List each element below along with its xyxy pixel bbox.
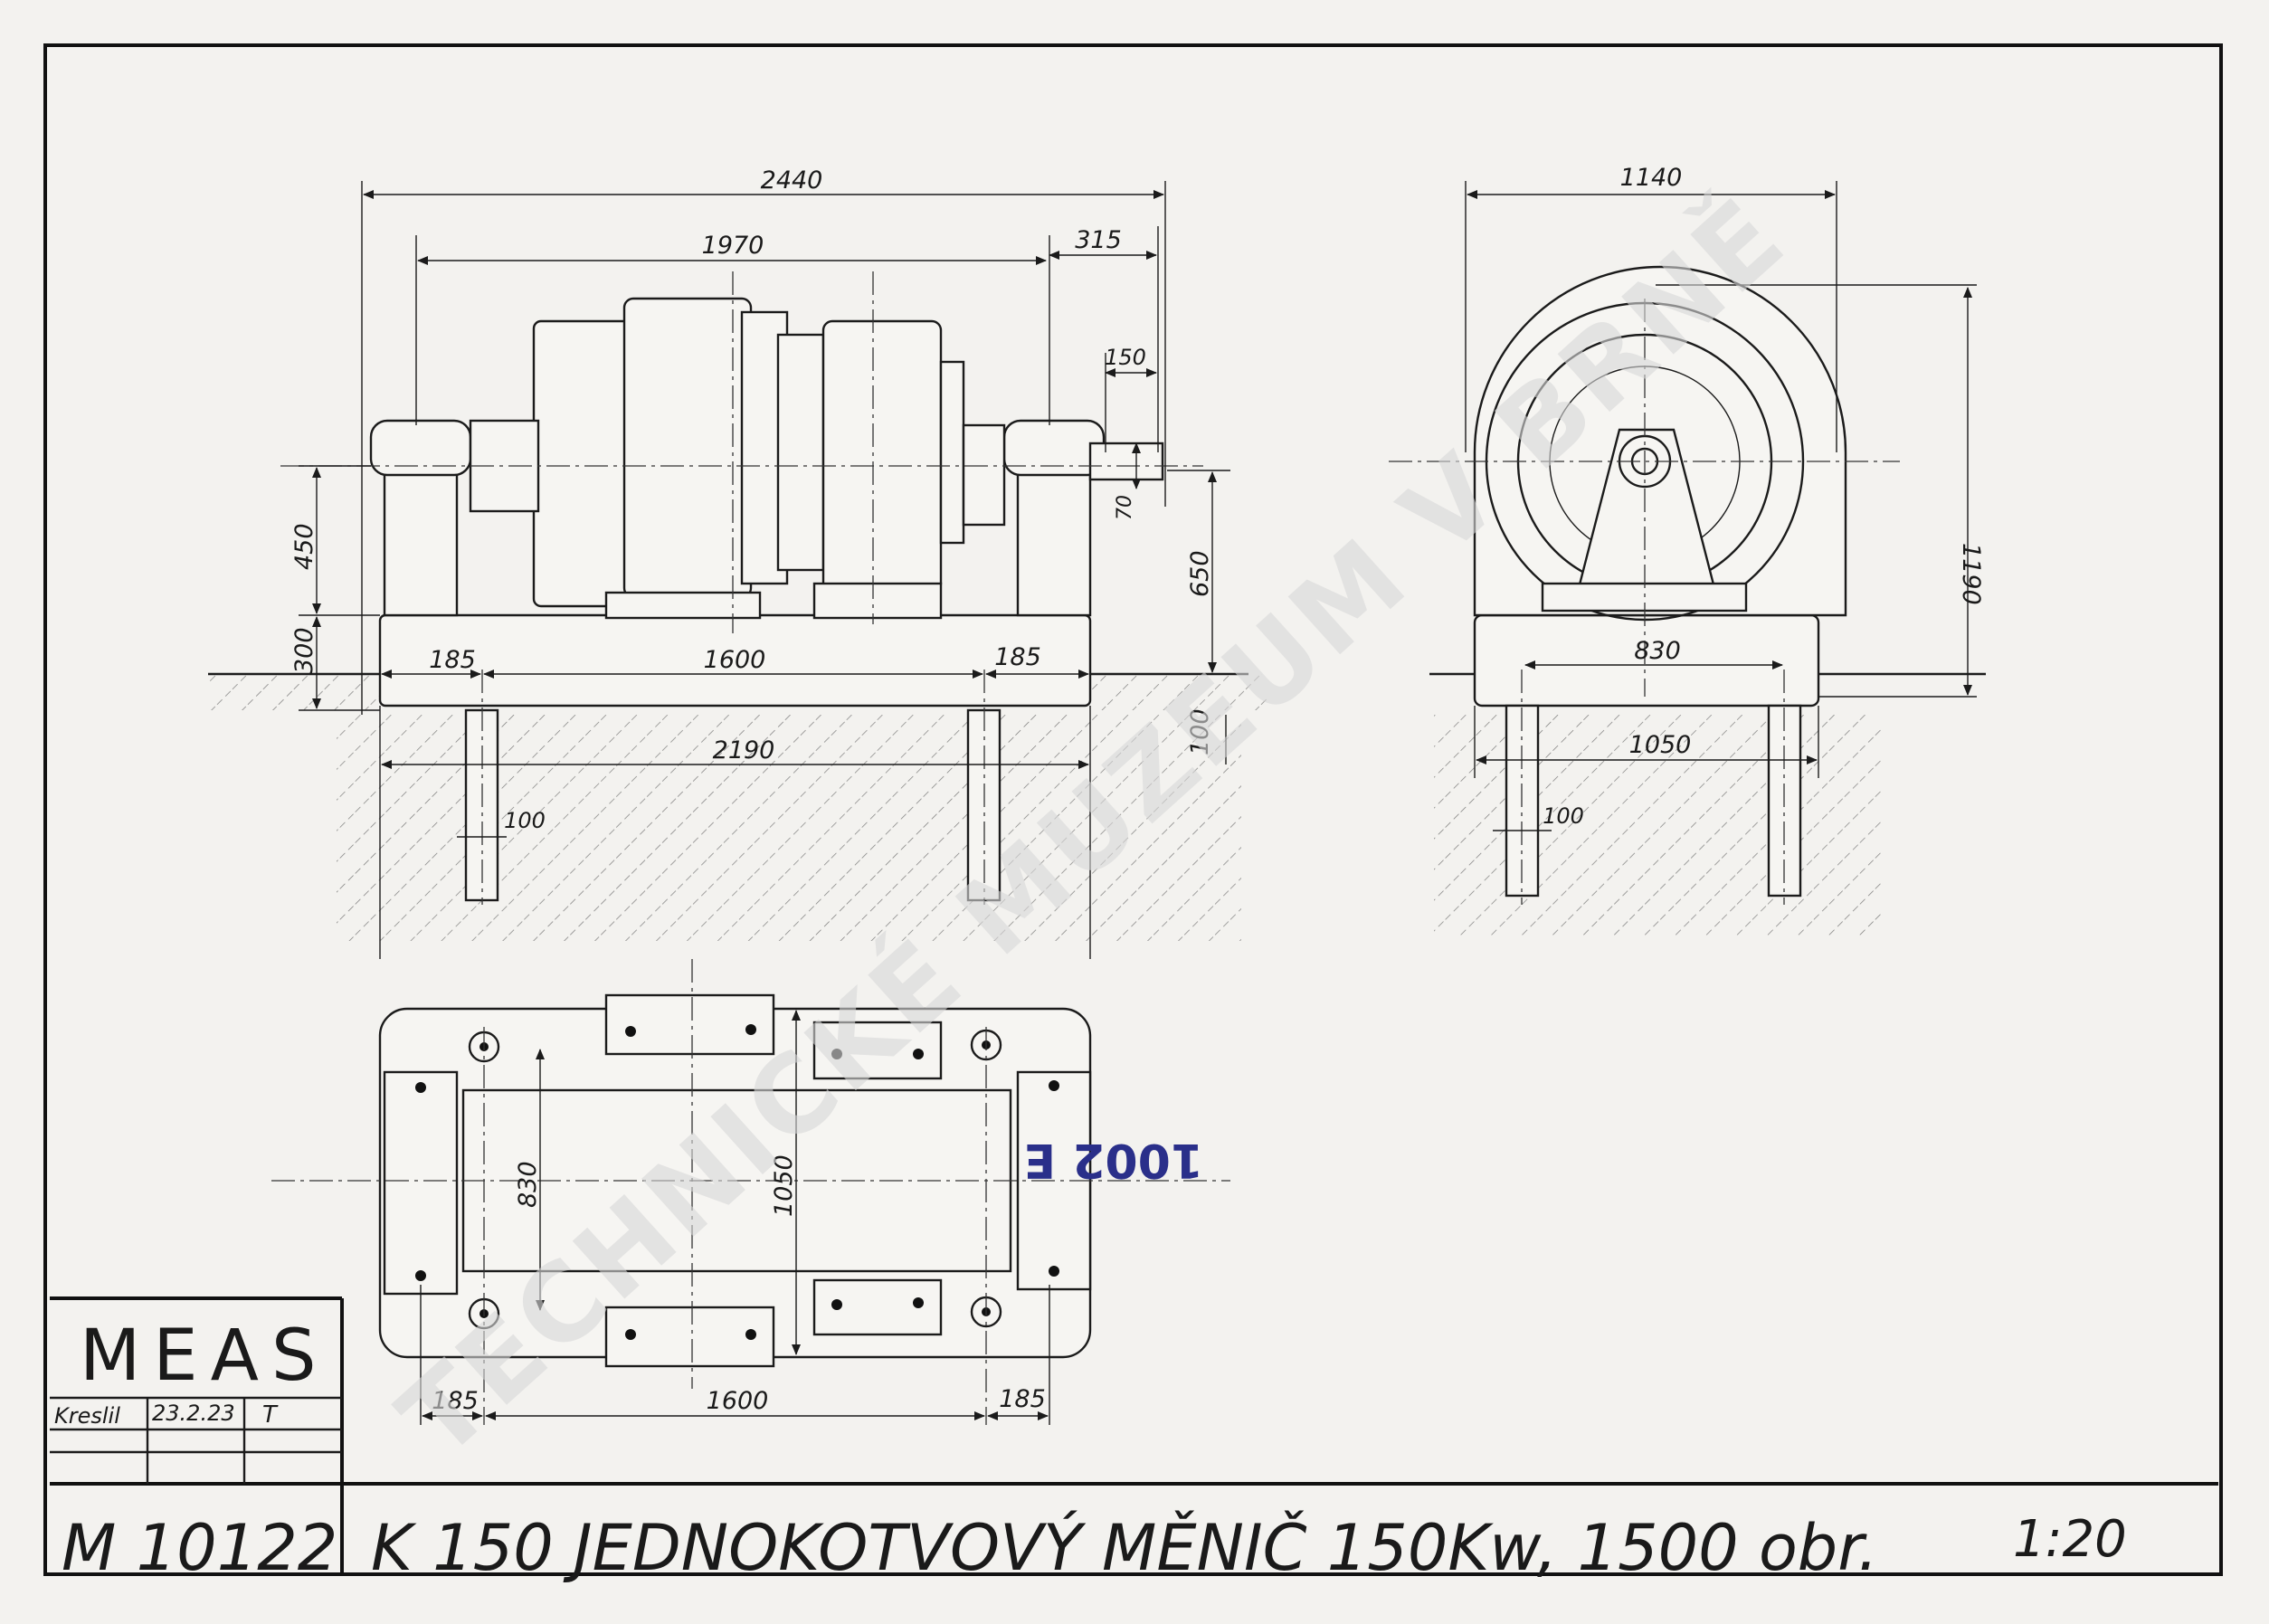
drawn-date: 23.2.23 [152, 1401, 235, 1426]
dim-overall-length: 2440 [761, 166, 823, 195]
end-shield [532, 319, 635, 608]
frame-ring [776, 333, 825, 572]
machine-foot [604, 591, 762, 620]
foot-pad [604, 993, 775, 1056]
title-block: MEAS Kreslil 23.2.23 T M 10122 K 150 JED… [50, 1296, 2218, 1585]
dim-edge-left: 185 [432, 1387, 479, 1415]
slip-ring [939, 360, 965, 545]
dim-height-above-floor: 650 [1186, 550, 1214, 597]
dim-machine-length: 1970 [702, 232, 764, 260]
dim-overall-width: 1140 [1620, 164, 1683, 192]
dim-edge-right: 185 [999, 1385, 1046, 1413]
machine-foot [812, 582, 943, 620]
dim-base-length: 2190 [713, 736, 775, 765]
floor-hatch-left [208, 674, 380, 710]
dim-shaft-end: 150 [1105, 345, 1146, 370]
dim-foundation-right: 185 [994, 643, 1041, 671]
pedestal-pad [383, 1070, 459, 1296]
commutator-housing [821, 319, 943, 594]
drawn-by-label: Kreslil [54, 1403, 120, 1429]
dim-shaft-overhang: 315 [1075, 226, 1122, 254]
dim-bolt-spacing-h: 1600 [707, 1387, 769, 1415]
drawing-title: K 150 JEDNOKOTVOVÝ MĚNIČ 150Kw, 1500 obr… [371, 1511, 1878, 1585]
dim-axis-height: 450 [290, 523, 318, 570]
company-name: MEAS [80, 1315, 328, 1397]
drawn-initial: T [262, 1401, 279, 1429]
dim-below-floor: 100 [1186, 708, 1214, 755]
dim-foundation-left: 185 [429, 646, 476, 674]
dim-base-height: 300 [290, 627, 318, 674]
sheet-border [43, 43, 2223, 1576]
dim-overall-height: 1190 [1957, 543, 1985, 605]
dim-feet-spacing: 830 [1634, 637, 1681, 665]
drawing-scale: 1:20 [2013, 1510, 2127, 1569]
dim-base-width: 1050 [770, 1154, 798, 1217]
slip-rings [962, 423, 1006, 527]
floor-hatch-right [1086, 674, 1267, 710]
dim-base-width: 1050 [1629, 731, 1692, 759]
bearing-cap [1002, 419, 1106, 477]
shaft-end [1088, 442, 1164, 481]
dim-bolt-spacing: 1600 [704, 646, 766, 674]
plan-view: 830 1050 185 1600 185 [271, 959, 1230, 1425]
side-view: 2440 1970 315 150 70 450 300 650 100 185… [208, 166, 1267, 959]
end-view: 1140 1190 830 1050 100 [1389, 164, 1986, 936]
inventory-stamp: 1002 E [1024, 1133, 1203, 1187]
drawing-number: M 10122 [62, 1511, 337, 1585]
dim-bolt-spacing-v: 830 [514, 1161, 542, 1208]
bearing-cap [369, 419, 472, 477]
dim-shaft-dia: 70 [1114, 495, 1136, 520]
dim-bolt-dia: 100 [504, 808, 546, 833]
armature-housing [622, 297, 753, 599]
dim-bolt-dia: 100 [1543, 803, 1584, 829]
